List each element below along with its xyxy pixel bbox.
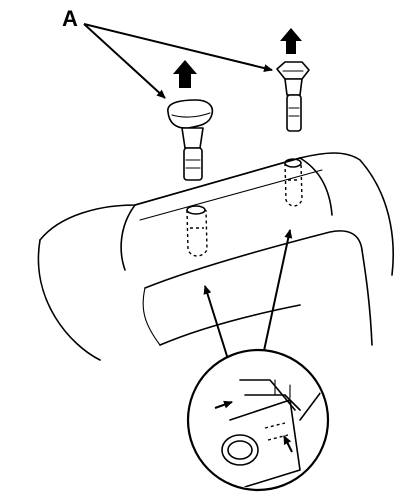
headrest-guide-left (167, 99, 214, 181)
latch-pointer-left (214, 400, 233, 409)
leader-line-right (83, 23, 273, 72)
up-arrow-icon (173, 60, 197, 88)
callout-label-a: A (62, 6, 78, 31)
seat-back (37, 152, 394, 361)
headrest-guide-right (276, 61, 310, 132)
socket-left (186, 205, 208, 257)
latch-pointer-right (283, 435, 293, 453)
socket-right (284, 158, 303, 207)
detail-leader-right (261, 229, 293, 361)
leader-line-left (83, 23, 166, 99)
up-arrow-icon (280, 28, 302, 54)
detail-inset (186, 348, 330, 492)
